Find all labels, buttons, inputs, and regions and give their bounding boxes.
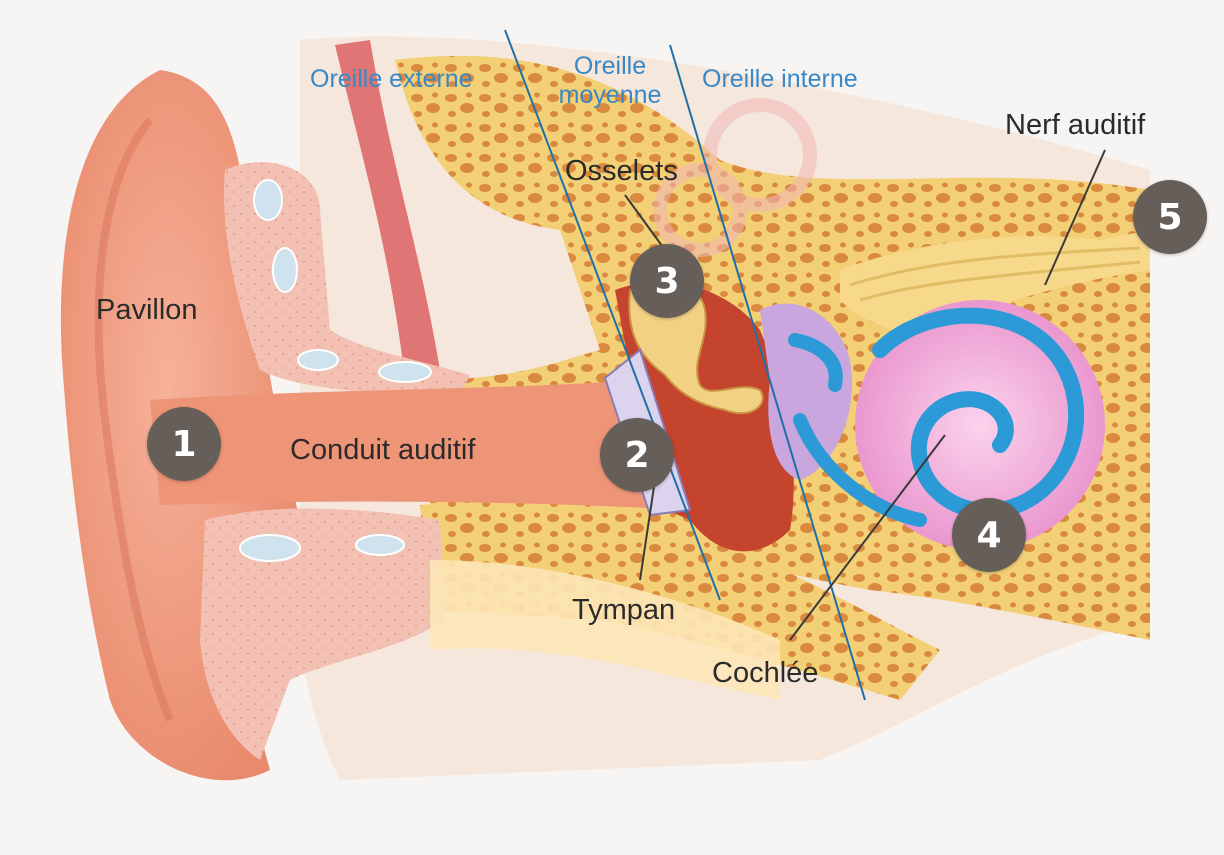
middle-ear-label-line1: Oreille: [573, 52, 647, 80]
cochlee-label: Cochlée: [712, 657, 819, 689]
outer-ear-label: Oreille externe: [310, 65, 473, 93]
conduit-auditif-label: Conduit auditif: [290, 434, 476, 466]
osselets-label: Osselets: [565, 155, 678, 187]
middle-ear-label: Oreille moyenne: [540, 52, 680, 110]
tympan-label: Tympan: [572, 594, 676, 626]
muscle-band: [335, 40, 440, 380]
cartilage-lower: [200, 508, 445, 760]
leader-lines: [624, 149, 1106, 641]
marker-1: 1: [147, 407, 221, 481]
cartilage-upper: [224, 162, 470, 395]
pinna-fold: [94, 117, 174, 722]
region-boundary-lines: [504, 29, 866, 701]
inner-ear-label: Oreille interne: [702, 65, 858, 93]
marker-5: 5: [1133, 180, 1207, 254]
outer-tissue-lower: [430, 560, 780, 700]
semicircular-canals: [653, 98, 817, 257]
vestibule: [760, 303, 852, 480]
ear-canal: [150, 382, 650, 508]
marker-3: 3: [630, 244, 704, 318]
lower-bone: [420, 502, 940, 700]
middle-ear-label-line2: moyenne: [558, 81, 662, 109]
marker-2: 2: [600, 418, 674, 492]
nerf-auditif-label: Nerf auditif: [1005, 109, 1146, 141]
cartilage-cavities: [239, 179, 432, 562]
marker-4: 4: [952, 498, 1026, 572]
auditory-nerve: [840, 230, 1150, 333]
pavillon-label: Pavillon: [96, 294, 198, 326]
